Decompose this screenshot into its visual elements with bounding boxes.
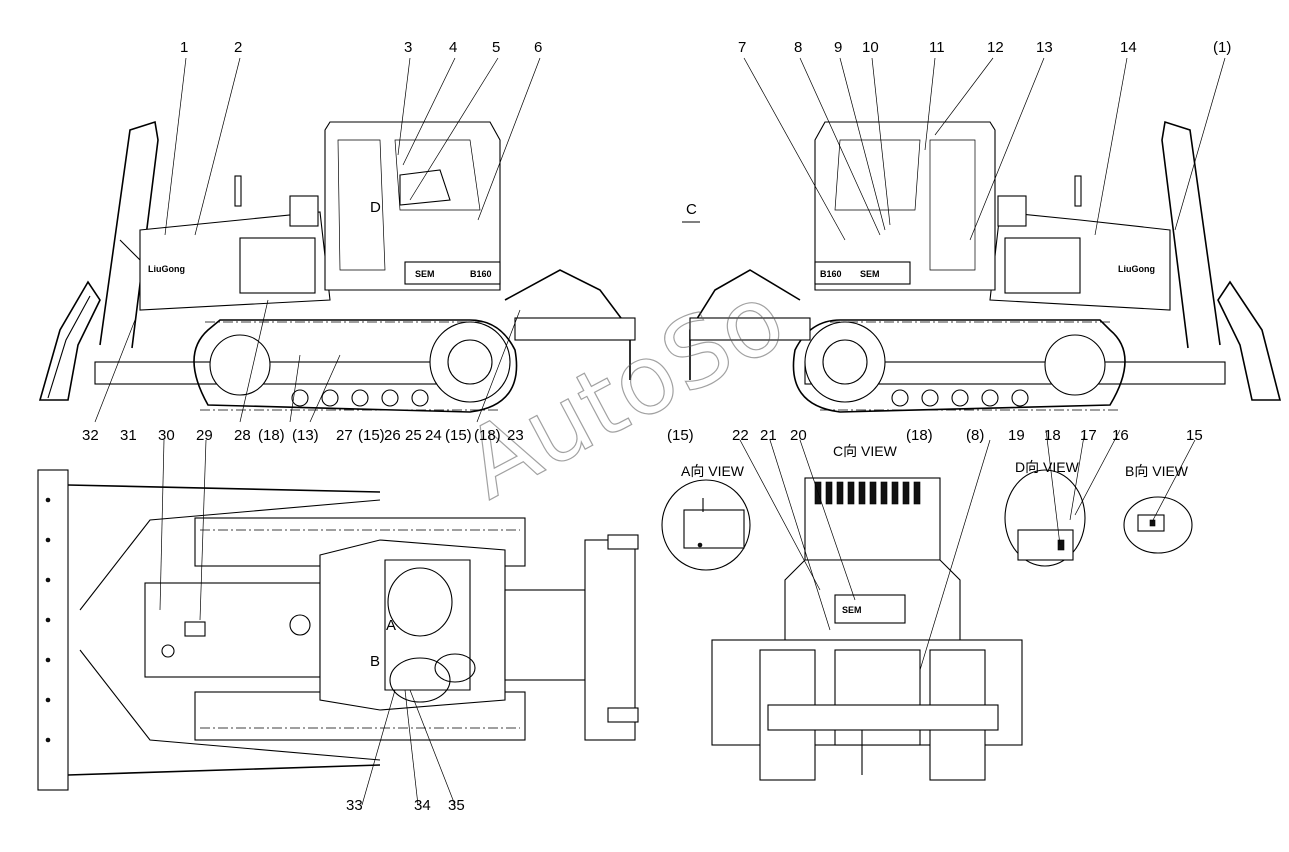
view-a-title: A向 VIEW: [681, 463, 745, 479]
callout-20: 20: [790, 427, 807, 444]
detail-view-a: [661, 479, 751, 571]
track-chain: [200, 321, 500, 411]
callouts-mid-left: 32 31 30 29 28 (18) (13) 27 (15) 26 25 2…: [82, 427, 524, 444]
callout-1-ref: (1): [1213, 39, 1231, 56]
callout-7: 7: [738, 39, 746, 56]
callout-34: 34: [414, 797, 431, 814]
callout-28: 28: [234, 427, 251, 444]
callout-8-ref: (8): [966, 427, 984, 444]
left-side-view: SEM B160 LiuGong D: [38, 120, 636, 413]
callouts-top-right: 7 8 9 10 11 12 13 14 (1): [738, 39, 1231, 56]
logo-right: LiuGong: [1118, 264, 1155, 274]
view-letter-a: A: [386, 617, 396, 634]
callout-33: 33: [346, 797, 363, 814]
callout-9: 9: [834, 39, 842, 56]
watermark: AutoSo: [447, 261, 802, 521]
radiator-grille: [814, 481, 921, 505]
callout-21: 21: [760, 427, 777, 444]
view-letter-d: D: [370, 199, 381, 216]
leader-lines: [94, 57, 1226, 806]
callout-19: 19: [1008, 427, 1025, 444]
callout-15-ref-a: (15): [358, 427, 385, 444]
view-d-title: D向 VIEW: [1015, 459, 1080, 475]
callout-13: 13: [1036, 39, 1053, 56]
maker-badge-right: SEM: [860, 269, 880, 279]
callout-13-ref: (13): [292, 427, 319, 444]
callout-18-ref-c: (18): [906, 427, 933, 444]
callout-18-ref-a: (18): [258, 427, 285, 444]
callout-12: 12: [987, 39, 1004, 56]
top-view: A B: [37, 469, 639, 791]
callout-29: 29: [196, 427, 213, 444]
callouts-mid-right: (15) 22 21 20 (18) (8) 19 18 17 16 15: [667, 427, 1203, 444]
callout-23: 23: [507, 427, 524, 444]
detail-view-d: [1004, 469, 1086, 567]
callout-18-ref-b: (18): [474, 427, 501, 444]
callout-16: 16: [1112, 427, 1129, 444]
callout-8: 8: [794, 39, 802, 56]
callout-30: 30: [158, 427, 175, 444]
callout-18: 18: [1044, 427, 1061, 444]
view-letter-b: B: [370, 653, 380, 670]
logo-left: LiuGong: [148, 264, 185, 274]
callout-11: 11: [929, 39, 945, 56]
callout-5: 5: [492, 39, 500, 56]
detail-view-b: [1123, 496, 1193, 554]
view-letter-c: C: [686, 201, 697, 218]
callout-31: 31: [120, 427, 137, 444]
callout-26: 26: [384, 427, 401, 444]
rear-view: SEM: [711, 477, 1023, 781]
model-badge-right: B160: [820, 269, 842, 279]
view-b-title: B向 VIEW: [1125, 463, 1189, 479]
maker-badge-rear: SEM: [842, 605, 862, 615]
callout-1: 1: [180, 39, 188, 56]
model-badge-left: B160: [470, 269, 492, 279]
callout-3: 3: [404, 39, 412, 56]
callout-17: 17: [1080, 427, 1097, 444]
maker-badge-left: SEM: [415, 269, 435, 279]
right-side-view: B160 SEM LiuGong C: [682, 120, 1282, 413]
callout-32: 32: [82, 427, 99, 444]
callout-27: 27: [336, 427, 353, 444]
callouts-bottom: 33 34 35: [346, 797, 465, 814]
callout-15: 15: [1186, 427, 1203, 444]
callout-6: 6: [534, 39, 542, 56]
callout-15-ref-b: (15): [445, 427, 472, 444]
blade-holes: [45, 497, 51, 743]
callout-10: 10: [862, 39, 879, 56]
callout-24: 24: [425, 427, 442, 444]
callout-25: 25: [405, 427, 422, 444]
callout-15-ref-c: (15): [667, 427, 694, 444]
callout-4: 4: [449, 39, 457, 56]
callout-35: 35: [448, 797, 465, 814]
callout-22: 22: [732, 427, 749, 444]
callout-14: 14: [1120, 39, 1137, 56]
callout-2: 2: [234, 39, 242, 56]
callouts-top-left: 1 2 3 4 5 6: [180, 39, 542, 56]
view-c-title: C向 VIEW: [833, 443, 898, 459]
track-rollers: [209, 321, 511, 407]
